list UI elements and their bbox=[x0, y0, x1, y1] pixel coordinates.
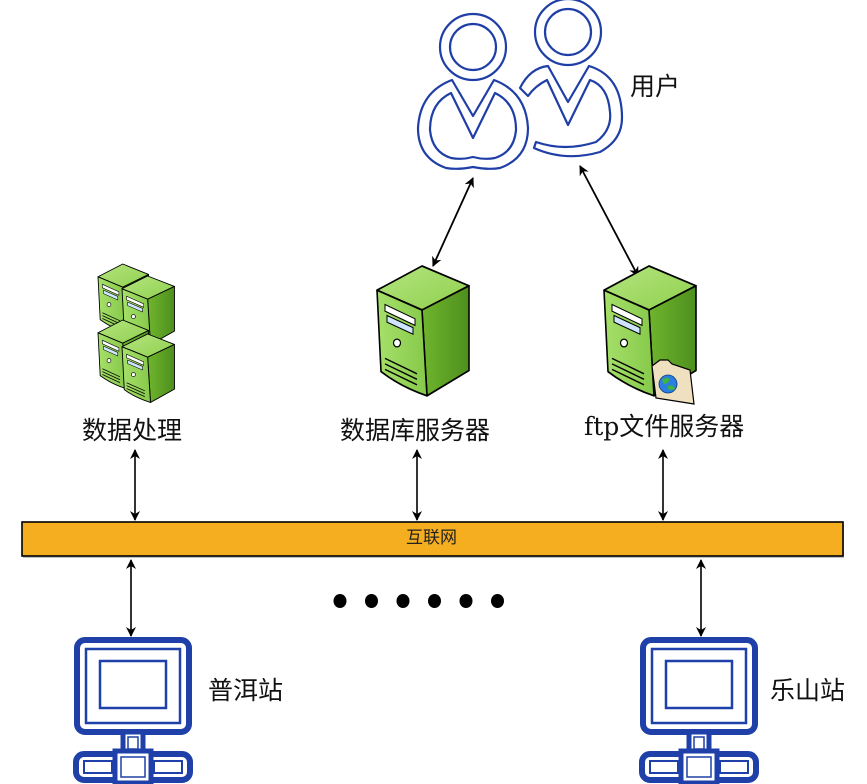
network-label: 互联网 bbox=[406, 528, 457, 548]
server-label-database: 数据库服务器 bbox=[340, 416, 491, 445]
users-icon bbox=[416, 0, 624, 170]
workstation-icon-leshan bbox=[642, 640, 756, 783]
ellipsis-dot bbox=[365, 594, 378, 608]
edge-users-ftp bbox=[579, 165, 639, 277]
ellipsis-dot bbox=[396, 594, 410, 608]
server-cluster-icon bbox=[97, 263, 175, 403]
server-icon bbox=[376, 265, 470, 397]
users-label: 用户 bbox=[630, 72, 681, 101]
station-label-puer: 普洱站 bbox=[208, 676, 284, 705]
ftp-server-icon bbox=[603, 265, 697, 405]
user-back-icon bbox=[518, 0, 624, 158]
edge-users-database bbox=[432, 177, 474, 267]
server-label-ftp: ftp文件服务器 bbox=[584, 412, 745, 441]
ellipsis-dot bbox=[491, 594, 504, 608]
workstation-icon-puer bbox=[76, 640, 190, 783]
user-front-icon bbox=[416, 12, 530, 170]
ellipsis-dots bbox=[333, 594, 504, 608]
station-label-leshan: 乐山站 bbox=[770, 676, 846, 705]
ftp-folder-icon bbox=[651, 359, 695, 405]
ellipsis-dot bbox=[428, 594, 441, 608]
server-label-data-processing: 数据处理 bbox=[82, 416, 183, 445]
ellipsis-dot bbox=[333, 594, 347, 608]
ellipsis-dot bbox=[459, 594, 473, 608]
